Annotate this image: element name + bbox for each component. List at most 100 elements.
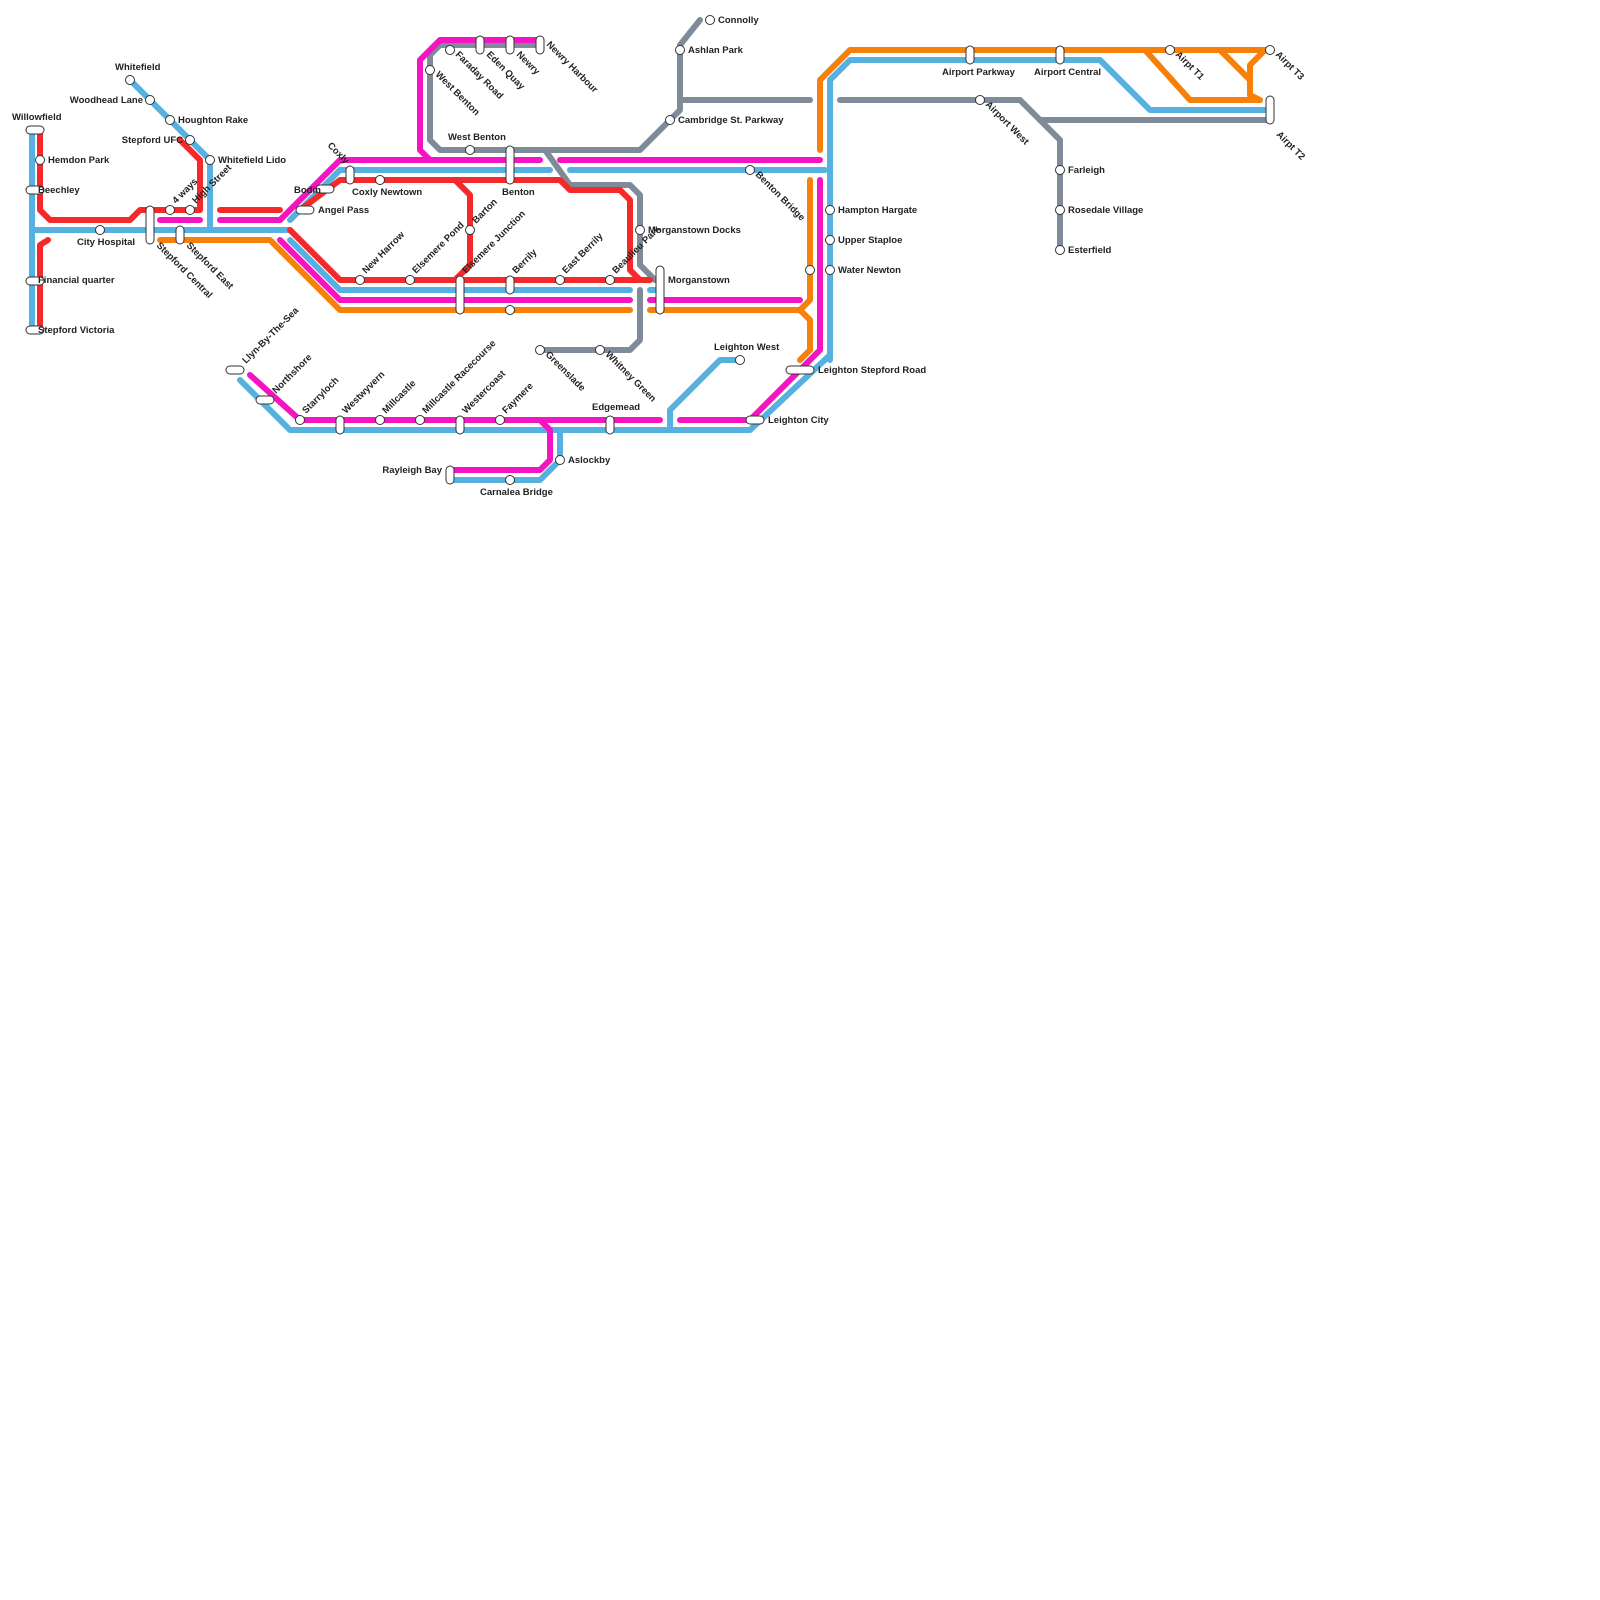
station-houghton-rake[interactable]: Houghton Rake [165,115,249,126]
station-rosedale-village[interactable]: Rosedale Village [1055,205,1144,216]
station-label: Hemdon Park [48,155,110,166]
stations: Willowfield Hemdon Park Beechley Financi… [12,15,1307,498]
station-morganstown-docks[interactable]: Morganstown Docks [635,225,741,236]
station-morganstown[interactable]: Morganstown [655,265,730,315]
station-label: Benton Bridge [753,169,807,223]
station-whitney-green[interactable]: Whitney Green [595,345,659,405]
station-marker [375,175,385,185]
station-airport-central[interactable]: Airport Central [1034,45,1101,78]
station-west-benton-platform[interactable]: West Benton [448,132,506,155]
station-cambridge-st-parkway[interactable]: Cambridge St. Parkway [665,115,785,126]
station-marker [675,45,685,55]
station-esterfield[interactable]: Esterfield [1055,245,1112,256]
orange-line-west [157,237,633,313]
station-marker [505,275,515,295]
blue-line-leighton-city [237,352,833,433]
station-hemdon-park[interactable]: Hemdon Park [35,155,110,166]
magenta-line-berrily [277,237,633,303]
station-willowfield[interactable]: Willowfield [12,112,62,135]
station-whitefield[interactable]: Whitefield [115,62,161,85]
station-label: Farleigh [1068,165,1105,176]
station-whitefield-lido[interactable]: Whitefield Lido [205,155,287,166]
station-label: Newry Harbour [544,39,600,95]
station-label: Greenslade [543,349,587,393]
station-hampton-hargate[interactable]: Hampton Hargate [825,205,918,216]
station-marker [535,345,545,355]
station-marker [705,15,715,25]
station-label: Llyn-By-The-Sea [240,305,301,366]
station-label: Financial quarter [38,275,115,286]
station-millcastle-racecourse[interactable]: Millcastle Racecourse [415,338,499,425]
station-farleigh[interactable]: Farleigh [1055,165,1106,176]
station-label: Whitefield Lido [218,155,286,166]
station-label: Morganstown Docks [648,225,741,236]
station-carnalea-bridge[interactable]: Carnalea Bridge [480,475,553,499]
station-newry-harbour[interactable]: Newry Harbour [535,35,600,95]
station-edgemead[interactable]: Edgemead [592,402,640,435]
station-airpt-t2[interactable]: Airpt T2 [1265,95,1307,162]
station-leighton-city[interactable]: Leighton City [745,415,829,426]
station-rayleigh-bay[interactable]: Rayleigh Bay [382,465,455,485]
station-leighton-stepford-road[interactable]: Leighton Stepford Road [785,365,926,376]
station-label: Cambridge St. Parkway [678,115,784,126]
station-label: Morganstown [668,275,730,286]
station-stepford-ufc[interactable]: Stepford UFC [122,135,195,146]
station-marker [1055,45,1065,65]
station-label: Millcastle Racecourse [420,338,498,416]
station-stepford-victoria[interactable]: Stepford Victoria [25,325,115,336]
station-label: Esterfield [1068,245,1111,256]
station-benton[interactable]: Benton [502,145,535,198]
station-marker [35,155,45,165]
station-label: New Harrow [360,229,407,276]
station-llyn-by-the-sea[interactable]: Llyn-By-The-Sea [225,305,302,375]
station-upper-staploe[interactable]: Upper Staploe [825,235,903,246]
station-marker [745,165,755,175]
station-marker [825,265,835,275]
station-woodhead-lane[interactable]: Woodhead Lane [70,95,155,106]
station-marker [505,475,515,485]
station-water-newton[interactable]: Water Newton [805,265,902,276]
station-marker [1265,45,1275,55]
station-leighton-west[interactable]: Leighton West [714,342,780,365]
station-marker [25,325,45,335]
station-northshore[interactable]: Northshore [255,352,314,405]
station-bodin[interactable]: Bodin [294,184,335,196]
station-label: Houghton Rake [178,115,248,126]
station-marker [425,65,435,75]
station-aslockby[interactable]: Aslockby [555,455,611,466]
station-marker [375,415,385,425]
station-east-berrily[interactable]: East Berrily [555,230,606,285]
station-city-hospital[interactable]: City Hospital [77,225,135,249]
station-marker [495,415,505,425]
blue-line-airport [827,57,1273,363]
station-connolly[interactable]: Connolly [705,15,760,26]
station-label: Leighton City [768,415,829,426]
station-marker [1165,45,1175,55]
station-beechley[interactable]: Beechley [25,185,80,196]
station-label: Whitney Green [603,349,658,404]
station-marker [165,115,175,125]
station-marker [185,205,195,215]
station-marker [145,205,155,245]
station-coxly-newtown[interactable]: Coxly Newtown [352,175,422,199]
station-financial-quarter[interactable]: Financial quarter [25,275,115,286]
station-label: Leighton Stepford Road [818,365,926,376]
station-marker [25,276,45,286]
station-ashlan-park[interactable]: Ashlan Park [675,45,744,56]
station-marker [605,275,615,285]
station-marker [335,415,345,435]
station-airpt-t3[interactable]: Airpt T3 [1265,45,1307,83]
magenta-line-coxly [277,157,543,223]
station-label: Benton [502,187,535,198]
orange-line-airpt-loop-3 [1247,47,1268,83]
station-angel-pass[interactable]: Angel Pass [295,205,369,216]
station-airport-parkway[interactable]: Airport Parkway [942,45,1016,78]
station-marker [465,225,475,235]
station-benton-bridge[interactable]: Benton Bridge [745,165,807,224]
grey-line-benton-morganstown [542,147,658,283]
station-marker [415,415,425,425]
station-stepford-east[interactable]: Stepford East [175,225,236,292]
station-label: Rayleigh Bay [382,465,442,476]
station-new-harrow[interactable]: New Harrow [355,229,408,285]
